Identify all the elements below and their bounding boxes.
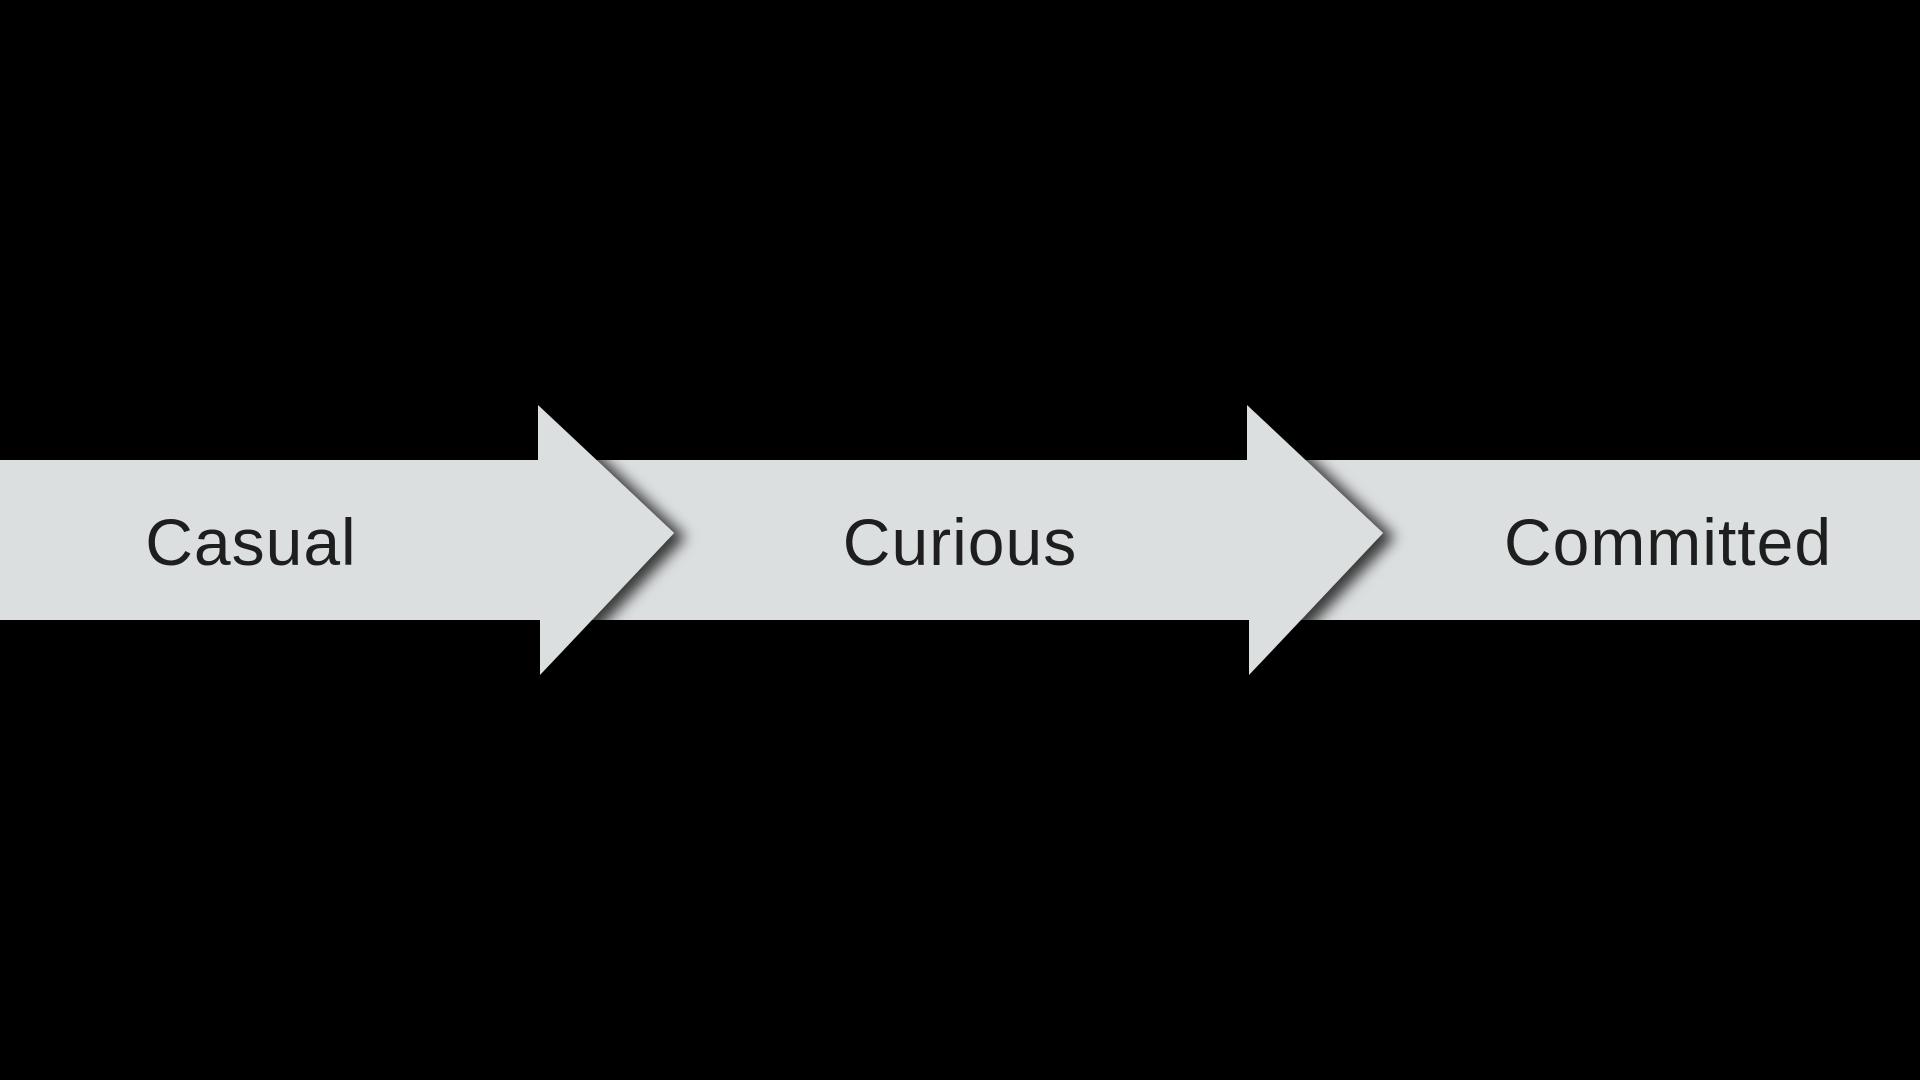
stage-label-committed: Committed (1504, 505, 1832, 579)
stage-label-curious: Curious (843, 505, 1077, 579)
stage-label-casual: Casual (145, 505, 356, 579)
arrow-curious (560, 405, 1383, 675)
band-segment-committed (1280, 460, 1920, 620)
arrow-casual (0, 405, 674, 675)
